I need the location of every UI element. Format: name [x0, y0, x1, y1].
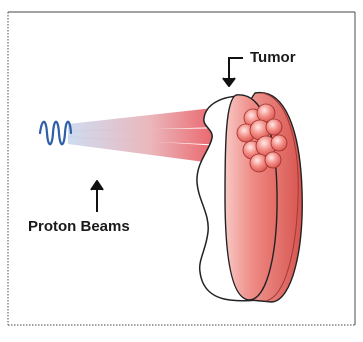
proton-beams-label: Proton Beams	[28, 218, 130, 235]
figure-frame	[8, 12, 355, 325]
up-arrow-icon	[91, 181, 103, 212]
proton-wave-icon	[40, 122, 71, 145]
tumor-label: Tumor	[250, 49, 296, 66]
down-arrow-icon	[223, 58, 243, 86]
